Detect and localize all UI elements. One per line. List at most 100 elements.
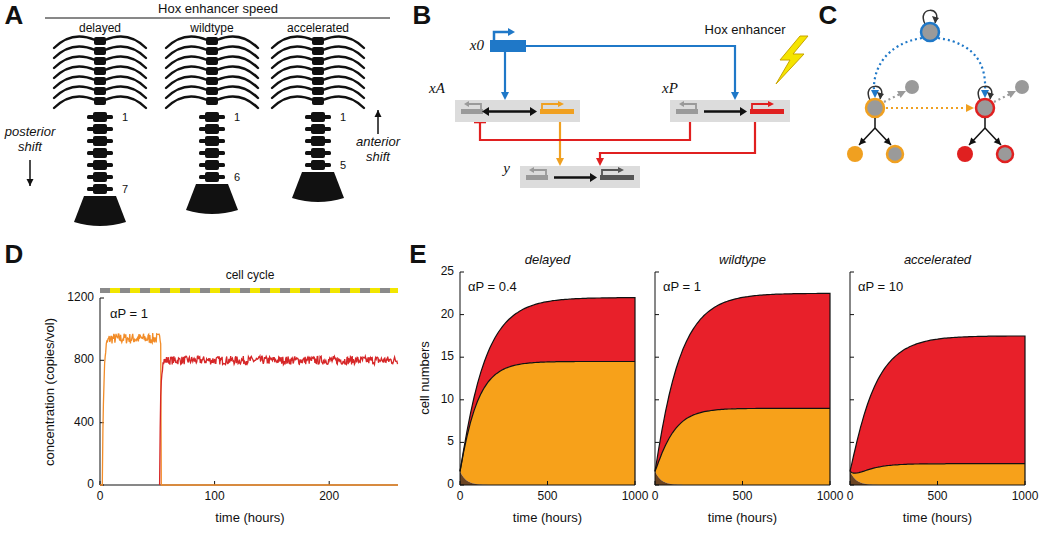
thoracic-vertebra xyxy=(312,37,324,45)
daughter-cell xyxy=(887,146,903,162)
lineage-network xyxy=(847,10,1029,162)
division-arrow-head xyxy=(969,138,976,146)
tick-mark xyxy=(1025,481,1026,485)
promoter-head xyxy=(464,101,469,107)
division-arrow-head xyxy=(859,138,866,146)
vertebra-number: 6 xyxy=(234,171,240,184)
sacrum xyxy=(292,172,344,202)
cell-cycle-segment xyxy=(340,288,350,293)
regulation-arrow xyxy=(501,52,509,100)
cell-cycle-segment xyxy=(280,288,290,293)
thoracic-vertebra xyxy=(206,37,218,45)
tick-label: 1000 xyxy=(817,490,844,504)
arrow-head xyxy=(596,158,604,166)
gene-body xyxy=(540,109,574,114)
gene-symbol xyxy=(520,166,640,188)
plot-title: accelerated xyxy=(904,253,971,268)
vertebra-process xyxy=(87,151,113,155)
cell-cycle-segment xyxy=(240,288,250,293)
dotted-arrow-head xyxy=(1007,91,1016,98)
tick-label: 1000 xyxy=(622,490,649,504)
tick-label: 100 xyxy=(205,490,225,504)
thoracic-vertebra xyxy=(206,77,218,85)
enhancer-label: Hox enhancer xyxy=(705,23,786,38)
vertebra-process xyxy=(199,115,225,119)
tick-mark xyxy=(635,481,636,485)
cell-cycle-segment xyxy=(370,288,380,293)
vertebra-process xyxy=(305,127,331,131)
tick-label: 0 xyxy=(457,490,464,504)
tick-mark xyxy=(655,357,659,358)
gene-name: x0 xyxy=(470,37,484,54)
tick-mark xyxy=(655,442,659,443)
cell xyxy=(1015,80,1029,94)
gene-name: y xyxy=(503,160,510,177)
skeleton xyxy=(54,36,146,226)
coding-arrow xyxy=(704,110,740,113)
tick-mark xyxy=(100,298,104,299)
thoracic-vertebra xyxy=(312,47,324,55)
tick-label: 5 xyxy=(447,435,454,449)
sacrum xyxy=(74,196,126,226)
promoter-head xyxy=(508,28,515,36)
thoracic-vertebra xyxy=(94,37,106,45)
sacrum xyxy=(186,184,238,214)
tick-label: 500 xyxy=(537,490,557,504)
cell-cycle-segment xyxy=(290,288,300,293)
gene-name: xA xyxy=(429,80,445,97)
thoracic-vertebra xyxy=(312,77,324,85)
cell-cycle-segment xyxy=(200,288,210,293)
coding-arrow xyxy=(489,110,530,113)
vertebra-process xyxy=(305,151,331,155)
axis-title: time (hours) xyxy=(215,511,284,526)
cell-cycle-segment xyxy=(360,288,370,293)
dotted-arrow-head xyxy=(871,90,879,98)
self-loop-head xyxy=(987,92,994,99)
dotted-arrow-head xyxy=(981,90,989,98)
tick-mark xyxy=(460,314,464,315)
tick-mark xyxy=(850,357,854,358)
gene-box: xP xyxy=(670,100,790,122)
arrow-line xyxy=(480,122,690,140)
panel-letter: C xyxy=(819,1,838,31)
tick-mark xyxy=(850,314,854,315)
parameter-label: αP = 0.4 xyxy=(468,280,517,295)
thoracic-vertebra xyxy=(312,97,324,105)
division-line xyxy=(984,118,986,128)
shift-arrow-head xyxy=(27,179,34,186)
thoracic-vertebra xyxy=(206,47,218,55)
gene-body xyxy=(461,109,483,114)
tick-mark xyxy=(850,481,851,485)
promoter-head xyxy=(618,167,624,173)
area-brown xyxy=(655,471,830,485)
cell-cycle-segment xyxy=(250,288,260,293)
cell-cycle-segment xyxy=(180,288,190,293)
axis xyxy=(850,272,1025,485)
tick-mark xyxy=(547,481,548,485)
vertebra-process xyxy=(305,115,331,119)
tick-label: 200 xyxy=(319,490,339,504)
parameter-label: αP = 1 xyxy=(663,280,701,295)
vertebra-number: 5 xyxy=(340,159,346,172)
promoter-head xyxy=(768,101,774,107)
promoter-arrow xyxy=(542,104,558,109)
division-arrow xyxy=(859,128,875,145)
vertebra-process xyxy=(199,175,225,179)
tick-mark xyxy=(830,481,831,485)
cell-cycle-segment xyxy=(210,288,220,293)
tick-label: 0 xyxy=(97,490,104,504)
tick-label: 1000 xyxy=(1012,490,1039,504)
tick-label: 25 xyxy=(441,265,454,279)
regulation-arrow xyxy=(596,122,755,166)
promoter-arrow xyxy=(602,170,618,175)
tick-mark xyxy=(742,481,743,485)
area-brown xyxy=(460,471,635,485)
thoracic-vertebra xyxy=(206,57,218,65)
cell-cycle-segment xyxy=(390,288,398,293)
vertebra-process xyxy=(87,127,113,131)
thoracic-vertebra xyxy=(206,87,218,95)
arrow-head xyxy=(731,92,739,100)
axis xyxy=(655,272,830,485)
